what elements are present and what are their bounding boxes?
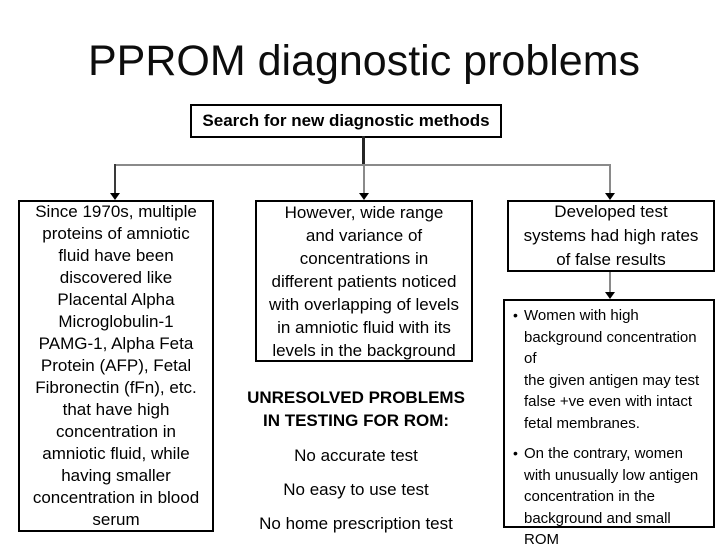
connector-rightbox-to-bullets (609, 272, 611, 293)
false-results-box: Developed test systems had high rates of… (507, 200, 715, 272)
false-results-bullet-list: Women with high background concentration… (505, 305, 713, 546)
connector-drop-left (114, 164, 116, 193)
false-positive-negative-box: Women with high background concentration… (503, 299, 715, 546)
unresolved-item: No easy to use test (283, 480, 429, 499)
connector-drop-middle (363, 166, 365, 193)
connector-branch-horizontal (114, 164, 611, 166)
arrow-down-icon (110, 193, 120, 200)
proteins-discovered-box: Since 1970s, multiple proteins of amniot… (18, 200, 214, 532)
arrow-down-icon (605, 292, 615, 299)
connector-drop-right (609, 166, 611, 193)
unresolved-problems-heading: UNRESOLVED PROBLEMS IN TESTING FOR ROM: (247, 388, 465, 430)
concentration-variance-box: However, wide range and variance of conc… (255, 200, 473, 362)
proteins-discovered-text: Since 1970s, multiple proteins of amniot… (32, 202, 200, 529)
search-methods-box: Search for new diagnostic methods (190, 104, 502, 138)
page-title: PPROM diagnostic problems (87, 37, 641, 85)
bullet-item: Women with high background concentration… (513, 305, 709, 434)
connector-stub-vertical (362, 136, 365, 166)
concentration-variance-text: However, wide range and variance of conc… (269, 202, 459, 360)
unresolved-item: No home prescription test (259, 514, 453, 533)
arrow-down-icon (359, 193, 369, 200)
search-methods-label: Search for new diagnostic methods (202, 111, 490, 130)
arrow-down-icon (605, 193, 615, 200)
unresolved-problems-section: UNRESOLVED PROBLEMS IN TESTING FOR ROM: … (236, 386, 476, 534)
false-results-text: Developed test systems had high rates of… (523, 202, 699, 269)
unresolved-item: No accurate test (294, 446, 418, 465)
bullet-item: On the contrary, women with unusually lo… (513, 443, 709, 546)
